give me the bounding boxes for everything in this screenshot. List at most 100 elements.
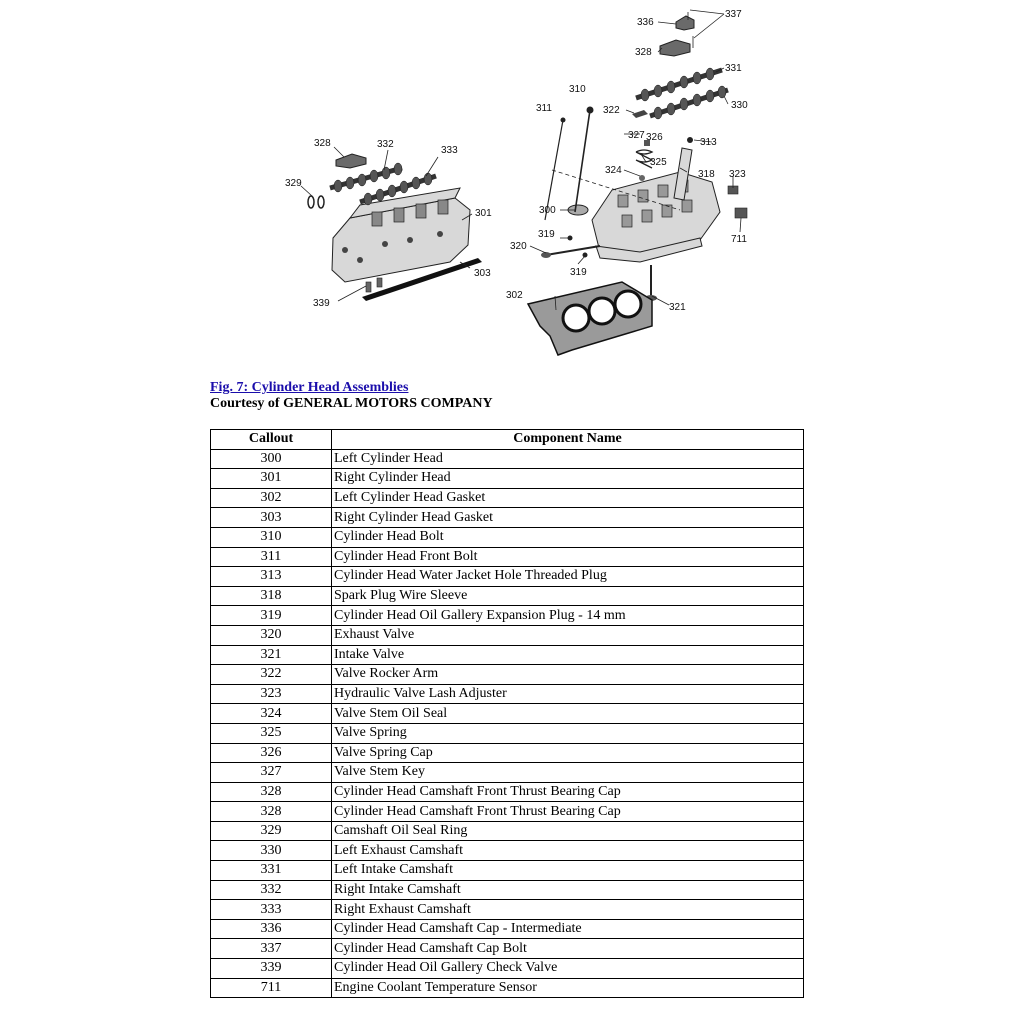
- component-name-cell: Spark Plug Wire Sleeve: [331, 585, 804, 607]
- component-name-cell: Cylinder Head Camshaft Front Thrust Bear…: [331, 801, 804, 822]
- callout-label: 318: [698, 169, 715, 180]
- callout-label: 327: [628, 130, 645, 141]
- callout-label: 329: [285, 178, 302, 189]
- callout-number-cell: 337: [210, 938, 332, 960]
- callout-number-cell: 313: [210, 566, 332, 587]
- component-name-cell: Right Cylinder Head: [331, 468, 804, 489]
- callout-label: 333: [441, 145, 458, 156]
- component-name-cell: Cylinder Head Camshaft Cap Bolt: [331, 938, 804, 960]
- component-name-cell: Valve Spring: [331, 722, 804, 744]
- callout-label: 310: [569, 84, 586, 95]
- component-name-cell: Right Cylinder Head Gasket: [331, 507, 804, 528]
- callout-labels: 300 301 302 303 310 311 313 318 319 319 …: [285, 9, 748, 313]
- callout-number-cell: 319: [210, 605, 332, 626]
- callout-label: 323: [729, 169, 746, 180]
- callout-number-cell: 711: [210, 977, 332, 999]
- callout-label: 303: [474, 268, 491, 279]
- callout-number-cell: 326: [210, 742, 332, 764]
- component-name-cell: Valve Spring Cap: [331, 742, 804, 764]
- component-name-cell: Left Intake Camshaft: [331, 860, 804, 881]
- component-name-cell: Valve Rocker Arm: [331, 664, 804, 685]
- callout-label: 313: [700, 137, 717, 148]
- callout-number-cell: 332: [210, 879, 332, 901]
- callout-number-cell: 302: [210, 487, 332, 509]
- component-name-cell: Valve Stem Oil Seal: [331, 703, 804, 724]
- figure-caption: Fig. 7: Cylinder Head Assemblies Courtes…: [210, 380, 493, 412]
- callout-label: 328: [635, 47, 652, 58]
- callout-number-cell: 324: [210, 703, 332, 724]
- head-bolts: [544, 106, 681, 221]
- callout-label: 321: [669, 302, 686, 313]
- component-name-cell: Valve Stem Key: [331, 762, 804, 783]
- component-name-cell: Hydraulic Valve Lash Adjuster: [331, 683, 804, 705]
- callout-label: 322: [603, 105, 620, 116]
- left-intake-camshaft: [635, 67, 723, 102]
- component-name-cell: Right Intake Camshaft: [331, 879, 804, 901]
- spark-plug-sleeve: [673, 147, 693, 201]
- callout-number-cell: 320: [210, 624, 332, 646]
- component-name-cell: Cylinder Head Oil Gallery Check Valve: [331, 958, 804, 979]
- column-header-callout: Callout: [210, 429, 332, 450]
- callout-label: 319: [538, 229, 555, 240]
- callout-label: 328: [314, 138, 331, 149]
- callout-label: 301: [475, 208, 492, 219]
- callout-number-cell: 333: [210, 899, 332, 920]
- callout-number-cell: 311: [210, 546, 332, 568]
- callout-number-cell: 329: [210, 820, 332, 842]
- callout-label: 320: [510, 241, 527, 252]
- rocker-arm: [632, 110, 648, 118]
- callout-number-cell: 328: [210, 781, 332, 803]
- callout-label: 337: [725, 9, 742, 20]
- callout-number-cell: 325: [210, 722, 332, 744]
- callout-label: 711: [731, 234, 747, 245]
- callout-label: 319: [570, 267, 587, 278]
- check-valve-part: [365, 277, 383, 293]
- valve-spring-group: [635, 140, 654, 181]
- left-exhaust-camshaft: [649, 85, 729, 120]
- callout-number-cell: 321: [210, 644, 332, 666]
- callout-number-cell: 339: [210, 958, 332, 979]
- callout-label: 300: [539, 205, 556, 216]
- callout-number-cell: 336: [210, 918, 332, 940]
- right-intake-camshaft: [329, 162, 403, 193]
- component-name-cell: Left Cylinder Head Gasket: [331, 487, 804, 509]
- component-name-cell: Intake Valve: [331, 644, 804, 666]
- callout-label: 311: [536, 103, 552, 114]
- callout-number-cell: 310: [210, 526, 332, 548]
- table-header-row: Callout Component Name: [210, 429, 804, 450]
- figure-credit: Courtesy of GENERAL MOTORS COMPANY: [210, 396, 493, 411]
- thrust-cap-left: [659, 39, 691, 57]
- callout-label: 339: [313, 298, 330, 309]
- left-cylinder-head: [567, 171, 721, 263]
- callout-number-cell: 300: [210, 448, 332, 470]
- callout-number-cell: 322: [210, 664, 332, 685]
- component-name-cell: Exhaust Valve: [331, 624, 804, 646]
- component-name-cell: Left Cylinder Head: [331, 448, 804, 470]
- figure-title-link[interactable]: Fig. 7: Cylinder Head Assemblies: [210, 380, 409, 395]
- right-cylinder-head: [331, 187, 471, 283]
- callout-number-cell: 327: [210, 762, 332, 783]
